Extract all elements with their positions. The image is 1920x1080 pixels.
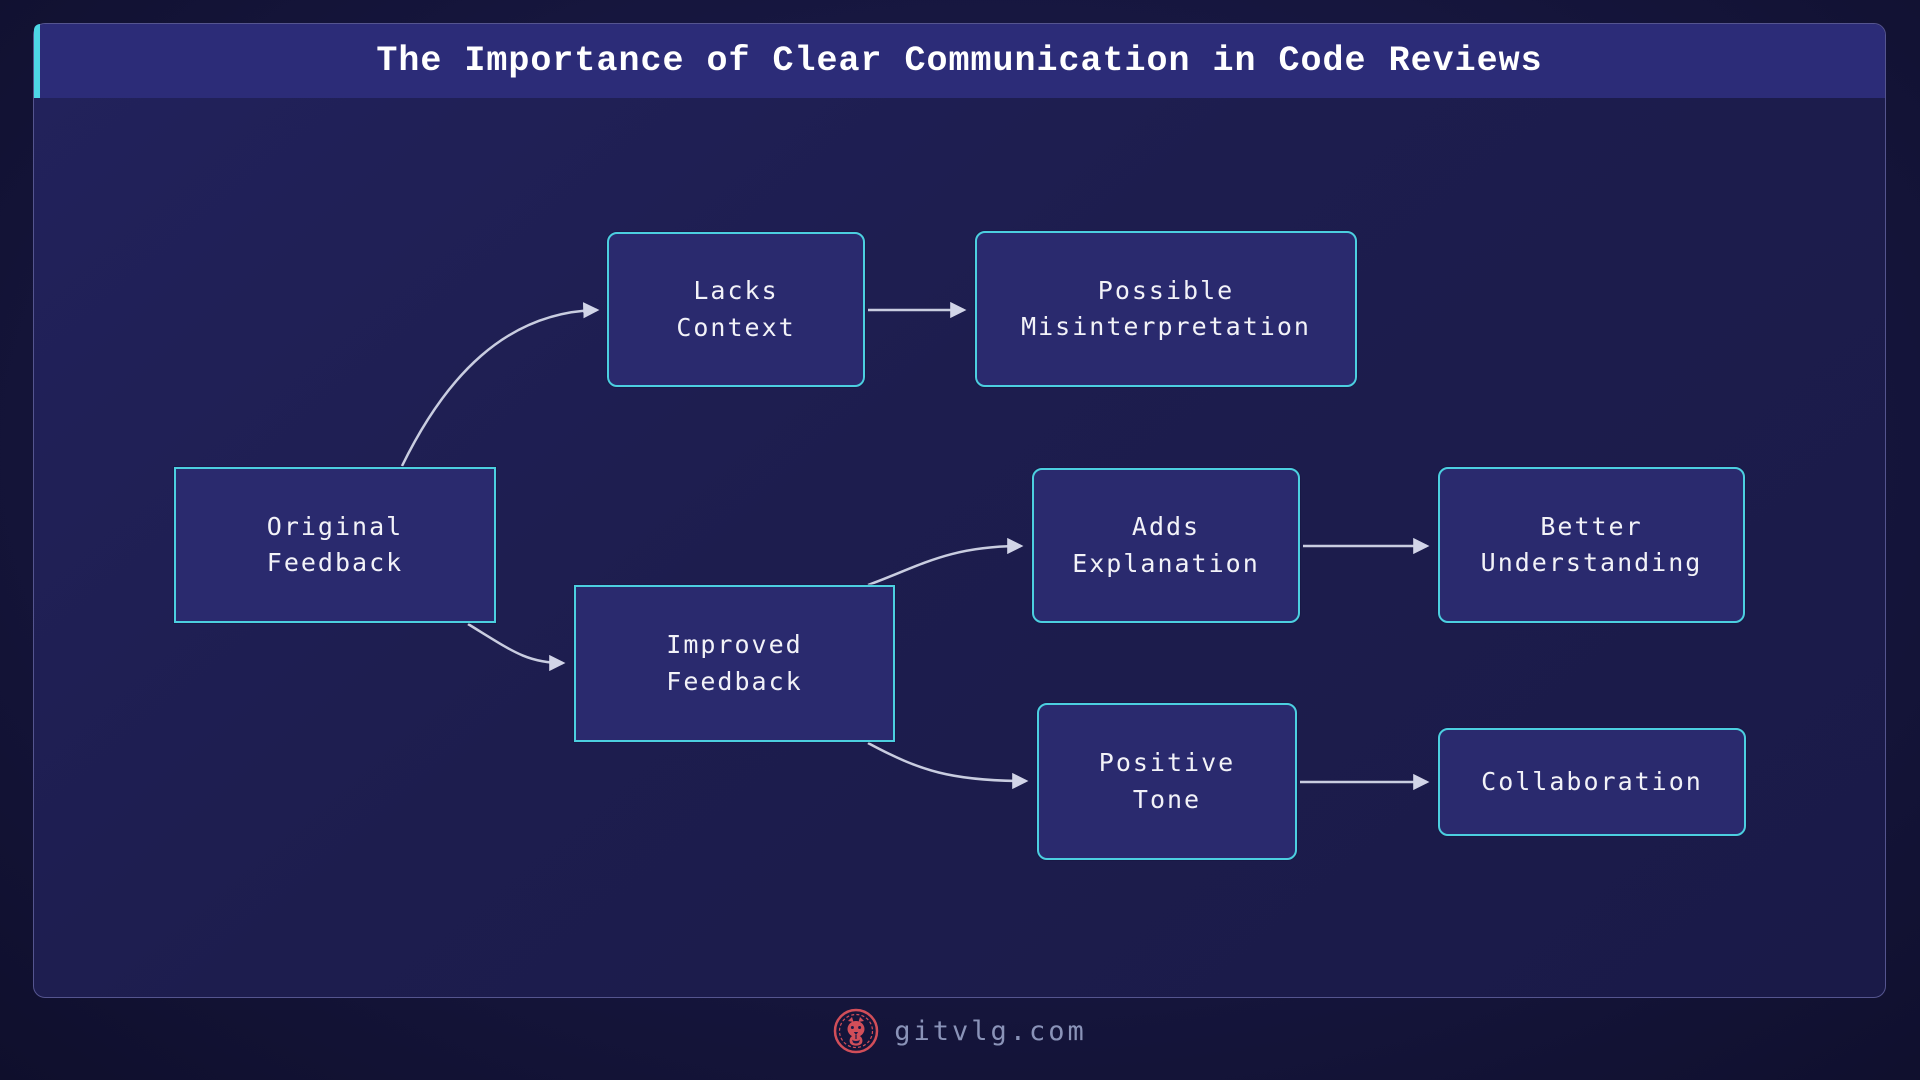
node-label-line: Context [676, 312, 796, 342]
node-positive-tone: Positive Tone [1037, 703, 1297, 860]
node-adds-explanation: Adds Explanation [1032, 468, 1300, 623]
node-label-line: Collaboration [1481, 766, 1703, 796]
node-label-line: Improved [666, 630, 803, 660]
footer-site-text: gitvlg.com [894, 1015, 1087, 1047]
node-label-line: Feedback [666, 666, 803, 696]
node-better-understanding: Better Understanding [1438, 467, 1745, 623]
node-collaboration: Collaboration [1438, 728, 1746, 836]
node-label-line: Positive [1098, 748, 1236, 778]
lion-logo-icon [833, 1008, 879, 1054]
node-label-line: Explanation [1072, 548, 1260, 578]
node-label-line: Original [266, 511, 404, 541]
page-title: The Importance of Clear Communication in… [376, 41, 1543, 81]
node-label-line: Better [1540, 511, 1643, 541]
node-label-line: Misinterpretation [1021, 312, 1311, 341]
node-possible-misinterpretation: Possible Misinterpretation [975, 231, 1357, 387]
node-label-line: Feedback [266, 548, 404, 577]
node-lacks-context: Lacks Context [607, 232, 865, 387]
node-label-line: Possible [1097, 275, 1235, 305]
node-improved-feedback: Improved Feedback [574, 585, 895, 742]
node-label-line: Lacks [693, 276, 779, 306]
node-label-line: Adds [1131, 512, 1201, 542]
title-bar: The Importance of Clear Communication in… [34, 24, 1885, 98]
node-original-feedback: Original Feedback [174, 467, 496, 623]
node-label-line: Understanding [1480, 548, 1703, 577]
footer: gitvlg.com [0, 1006, 1920, 1056]
node-label-line: Tone [1132, 784, 1202, 814]
title-accent-bar [34, 24, 40, 98]
